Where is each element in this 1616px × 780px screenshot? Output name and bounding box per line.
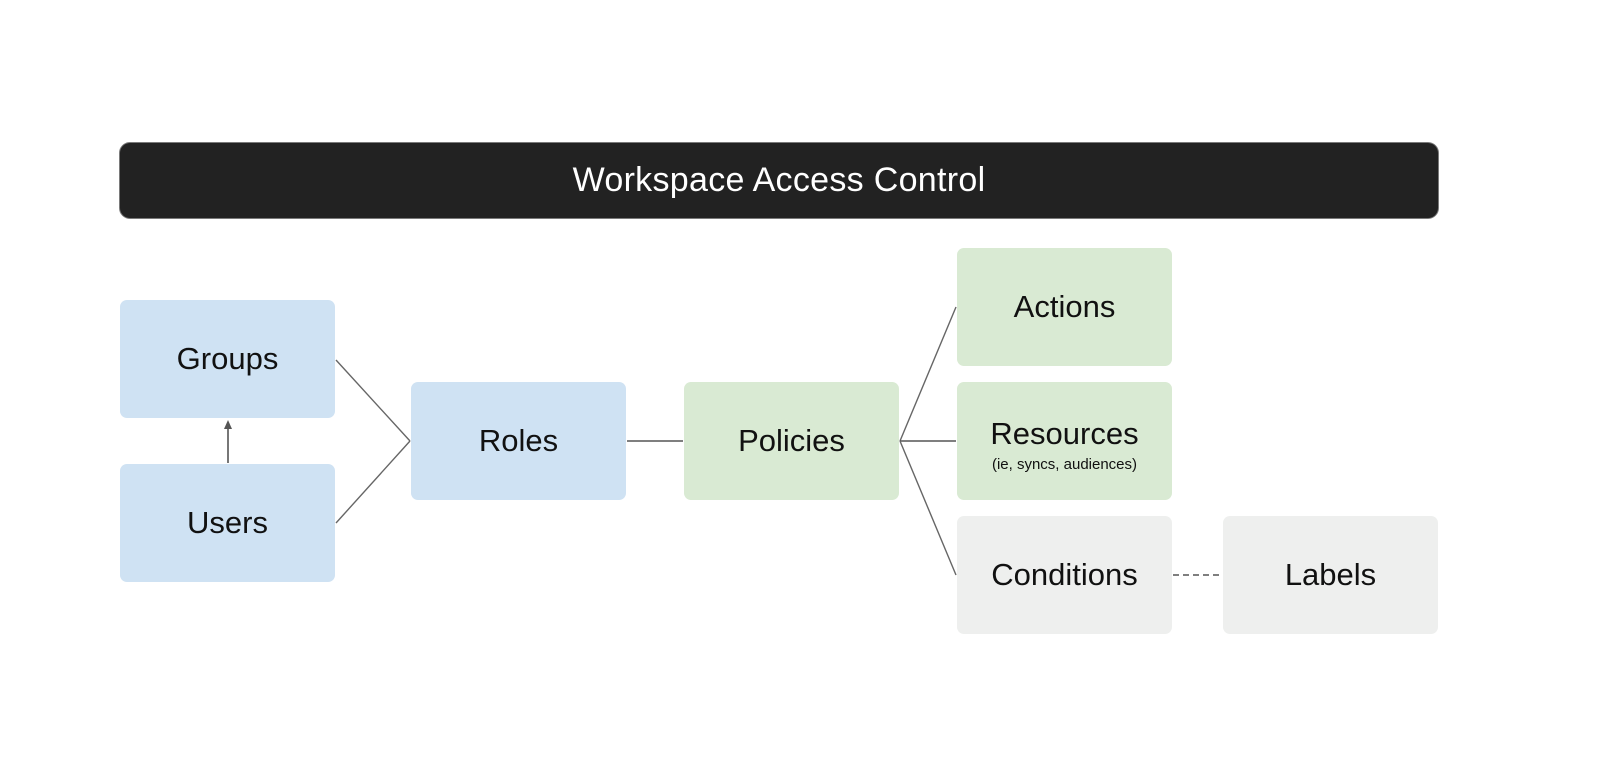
arrowhead-icon [224,420,232,429]
node-label: Groups [176,341,279,376]
edge-users-groups [224,420,232,463]
node-label: Actions [1013,289,1116,324]
node-policies: Policies [684,382,899,500]
edge-users-roles [335,440,411,524]
edge-policies-actions [899,306,957,442]
node-sublabel: (ie, syncs, audiences) [991,455,1138,473]
node-labels: Labels [1223,516,1438,634]
diagram-title-bar: Workspace Access Control [120,143,1438,218]
node-groups: Groups [120,300,335,418]
node-actions: Actions [957,248,1172,366]
node-resources: Resources (ie, syncs, audiences) [957,382,1172,500]
edge-policies-conditions [899,440,957,576]
node-label: Users [187,505,268,540]
node-label: Resources [990,415,1139,451]
diagram-title: Workspace Access Control [572,161,986,199]
node-label: Conditions [991,557,1138,592]
node-label: Labels [1284,557,1377,592]
node-roles: Roles [411,382,626,500]
node-conditions: Conditions [957,516,1172,634]
node-label: Policies [738,423,845,458]
node-users: Users [120,464,335,582]
edge-groups-roles [335,359,411,442]
node-label: Roles [478,423,559,458]
